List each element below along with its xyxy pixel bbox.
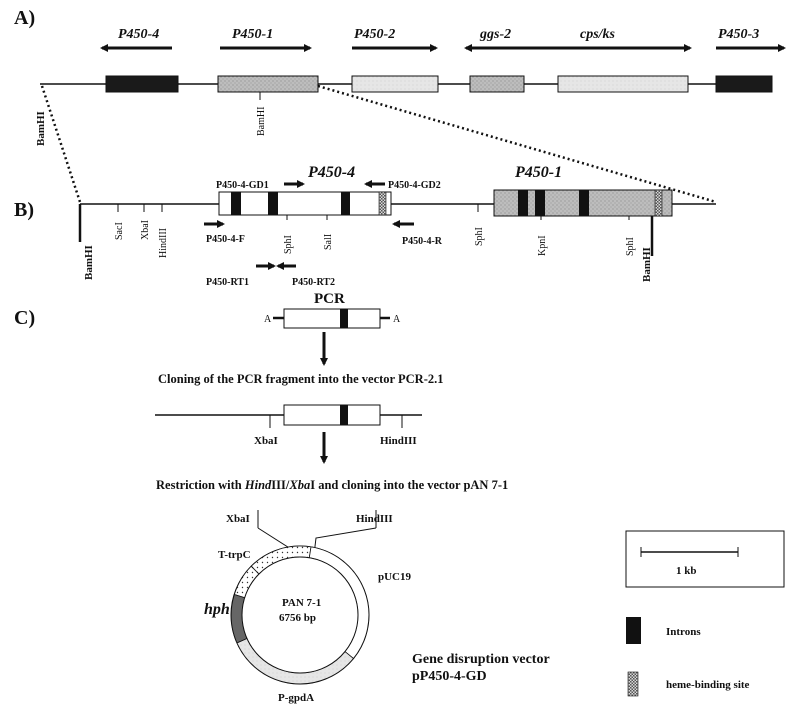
pcr21-insert — [283, 404, 381, 426]
pcr21-intron — [340, 405, 348, 425]
site-c-xbai: XbaI — [254, 435, 278, 447]
plasmid-hindiii: HindIII — [356, 513, 393, 525]
gene-box-p450-1 — [217, 75, 319, 93]
legend-introns-label: Introns — [666, 626, 701, 638]
gene-label-b-p450-4: P450-4 — [307, 164, 355, 181]
plasmid-xbai: XbaI — [226, 513, 250, 525]
primer-gd1-label: P450-4-GD1 — [216, 180, 269, 191]
pcr-label: PCR — [314, 291, 345, 307]
gene-label-cps-ks: cps/ks — [580, 27, 616, 42]
plasmid-label-t-trpc: T-trpC — [218, 549, 251, 561]
panel-a-gene-cluster: P450-4 P450-1 P450-2 ggs-2 cps/ks P450-3… — [35, 27, 786, 204]
pcr-fragment — [283, 308, 381, 329]
plasmid-label-puc19: pUC19 — [378, 571, 412, 583]
gene-label-p450-4: P450-4 — [118, 27, 159, 42]
step2-hind-italic: Hind — [244, 478, 272, 492]
primer-rt2-label: P450-RT2 — [292, 277, 335, 288]
primer-gd2-label: P450-4-GD2 — [388, 180, 441, 191]
step2-pre: Restriction with — [156, 478, 245, 492]
gene-box-cps-ks — [557, 75, 689, 93]
primer-r-label: P450-4-R — [402, 236, 443, 247]
step2-xba-italic: Xba — [288, 478, 310, 492]
legend-introns-swatch — [626, 617, 641, 644]
heme-site-p450-1 — [654, 189, 663, 217]
gene-box-p450-3 — [715, 75, 773, 93]
legend-heme-swatch — [627, 671, 639, 697]
site-bamhi-a-left: BamHI — [35, 111, 47, 146]
scale-box — [625, 530, 785, 588]
plasmid-label-p-gpda: P-gpdA — [278, 692, 314, 704]
site-bamhi-b-left: BamHI — [83, 245, 95, 280]
plasmid-name: PAN 7-1 — [282, 597, 321, 609]
panel-b-detail-map: BamHI SacI XbaI HindIII SphI SalI SphI K… — [78, 164, 716, 288]
overhang-a-left: A — [264, 314, 272, 325]
plasmid-size: 6756 bp — [279, 612, 316, 624]
step2-post: I and cloning into the vector pAN 7-1 — [310, 478, 508, 492]
intron-p450-4-3 — [341, 192, 350, 215]
pcr-intron — [340, 309, 348, 328]
plasmid-label-hph: hph — [204, 601, 230, 618]
gene-label-p450-1: P450-1 — [232, 27, 273, 42]
step-cloning-pcr21: Cloning of the PCR fragment into the vec… — [158, 372, 444, 386]
site-xbai: XbaI — [140, 220, 151, 240]
primer-rt1-label: P450-RT1 — [206, 277, 249, 288]
gene-label-b-p450-1: P450-1 — [514, 164, 562, 181]
gene-box-b-p450-4 — [218, 191, 392, 216]
intron-p450-1-1 — [518, 190, 528, 216]
gene-box-p450-2 — [351, 75, 439, 93]
site-sphi-2: SphI — [474, 227, 485, 246]
gene-label-p450-3: P450-3 — [718, 27, 759, 42]
heme-site-p450-4 — [378, 191, 387, 216]
gene-box-p450-4 — [105, 75, 179, 93]
gene-label-ggs-2: ggs-2 — [479, 27, 511, 42]
scale-label: 1 kb — [676, 565, 697, 577]
zoom-line-right — [317, 84, 717, 204]
panel-a-label: A) — [14, 7, 35, 29]
intron-p450-1-2 — [535, 190, 545, 216]
plasmid-map: XbaI HindIII PAN 7-1 6756 bp T-trpC hph … — [204, 510, 412, 704]
panel-b-label: B) — [14, 199, 34, 221]
intron-p450-1-3 — [579, 190, 589, 216]
site-c-hindiii: HindIII — [380, 435, 417, 447]
gene-label-p450-2: P450-2 — [354, 27, 395, 42]
site-bamhi-a-inner: BamHI — [256, 107, 267, 136]
legend: 1 kb Introns heme-binding site — [625, 530, 785, 697]
intron-p450-4-2 — [268, 192, 278, 215]
vector-title-line1: Gene disruption vector — [412, 652, 550, 667]
step2-hind-rest: III/ — [271, 478, 290, 492]
panel-c-cloning-scheme: PCR A A Cloning of the PCR fragment into… — [155, 291, 550, 704]
zoom-line-left — [40, 85, 82, 203]
vector-title-line2: pP450-4-GD — [412, 669, 487, 684]
site-hindiii: HindIII — [158, 228, 169, 258]
step-restriction: Restriction with HindIII/XbaI and clonin… — [156, 478, 508, 492]
primer-f-label: P450-4-F — [206, 234, 245, 245]
gene-box-ggs-2 — [469, 75, 525, 93]
intron-p450-4-1 — [231, 192, 241, 215]
panel-c-label: C) — [14, 307, 35, 329]
site-sphi-3: SphI — [625, 237, 636, 256]
site-sphi-1: SphI — [283, 235, 294, 254]
site-kpni: KpnI — [537, 235, 548, 256]
site-bamhi-b-right: BamHI — [641, 247, 653, 282]
site-saci: SacI — [114, 222, 125, 240]
overhang-a-right: A — [393, 314, 401, 325]
site-sali: SalI — [323, 234, 334, 250]
legend-heme-label: heme-binding site — [666, 679, 750, 691]
plasmid-inner — [241, 556, 359, 674]
